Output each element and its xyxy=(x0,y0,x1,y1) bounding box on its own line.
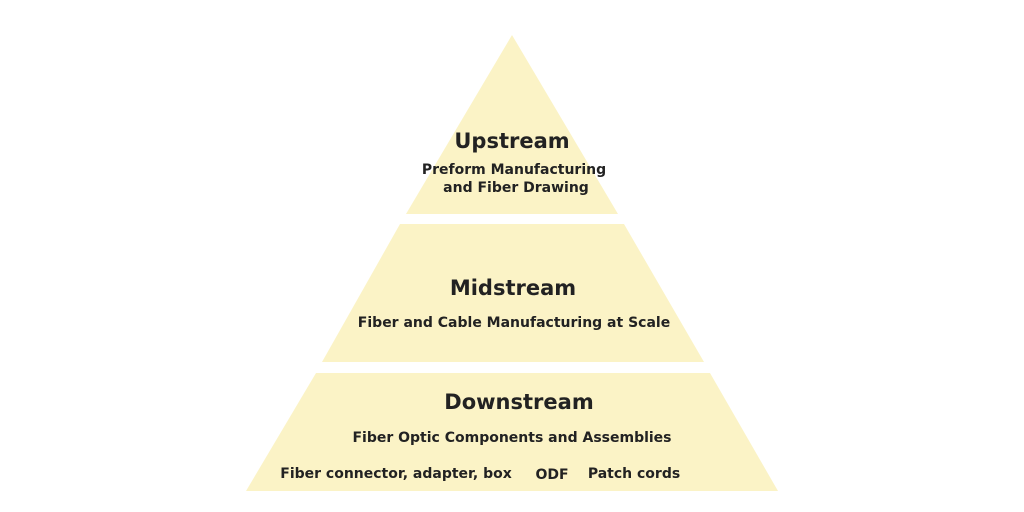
upstream-tier xyxy=(406,35,618,214)
midstream-tier xyxy=(322,224,704,362)
downstream-item-patch-cords: Patch cords xyxy=(587,466,681,482)
midstream-title: Midstream xyxy=(449,276,577,300)
upstream-title: Upstream xyxy=(454,129,570,153)
downstream-title: Downstream xyxy=(444,390,594,414)
upstream-subtitle-line1: Preform Manufacturing xyxy=(421,162,607,178)
upstream-subtitle-line2: and Fiber Drawing xyxy=(443,180,589,196)
downstream-tier xyxy=(246,373,778,491)
midstream-subtitle: Fiber and Cable Manufacturing at Scale xyxy=(357,315,671,331)
downstream-subtitle: Fiber Optic Components and Assemblies xyxy=(352,430,672,446)
downstream-item-connector: Fiber connector, adapter, box xyxy=(280,466,512,482)
downstream-item-odf: ODF xyxy=(535,467,569,483)
